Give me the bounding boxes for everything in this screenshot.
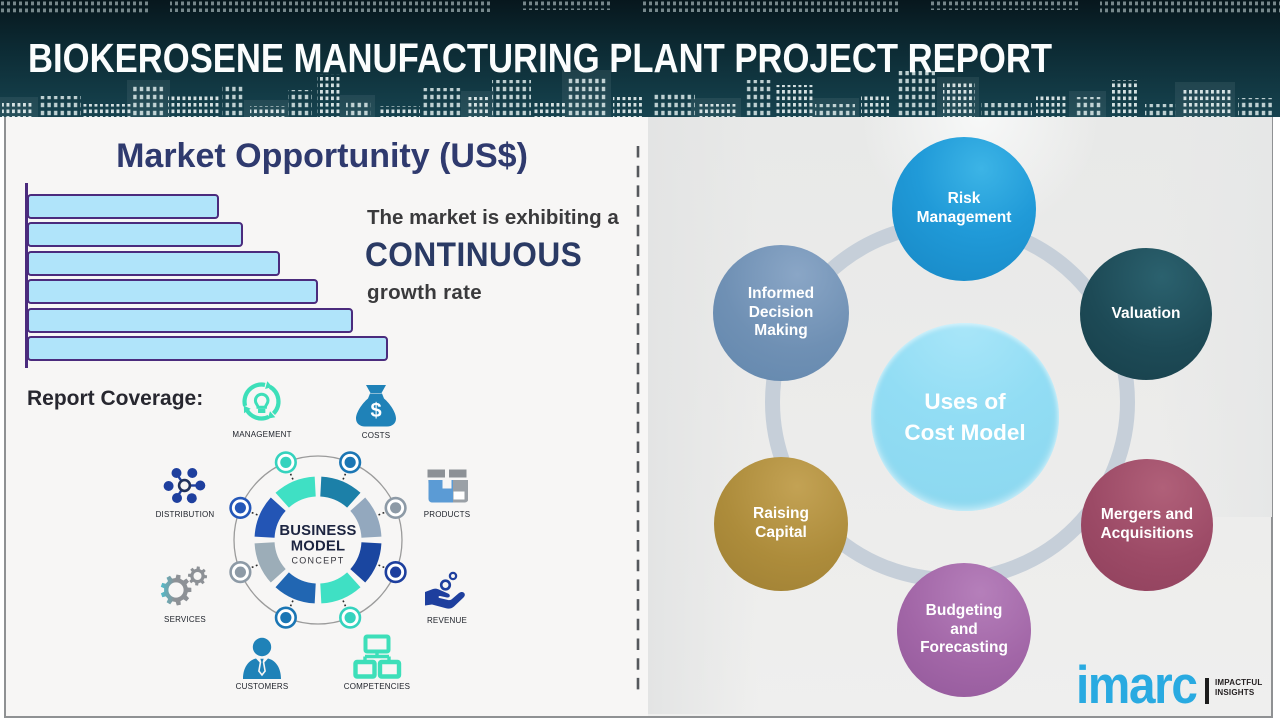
svg-text:$: $	[370, 400, 381, 422]
svg-text:CONCEPT: CONCEPT	[291, 556, 344, 566]
svg-text:BUSINESS: BUSINESS	[279, 523, 356, 539]
svg-text:MODEL: MODEL	[291, 539, 345, 555]
